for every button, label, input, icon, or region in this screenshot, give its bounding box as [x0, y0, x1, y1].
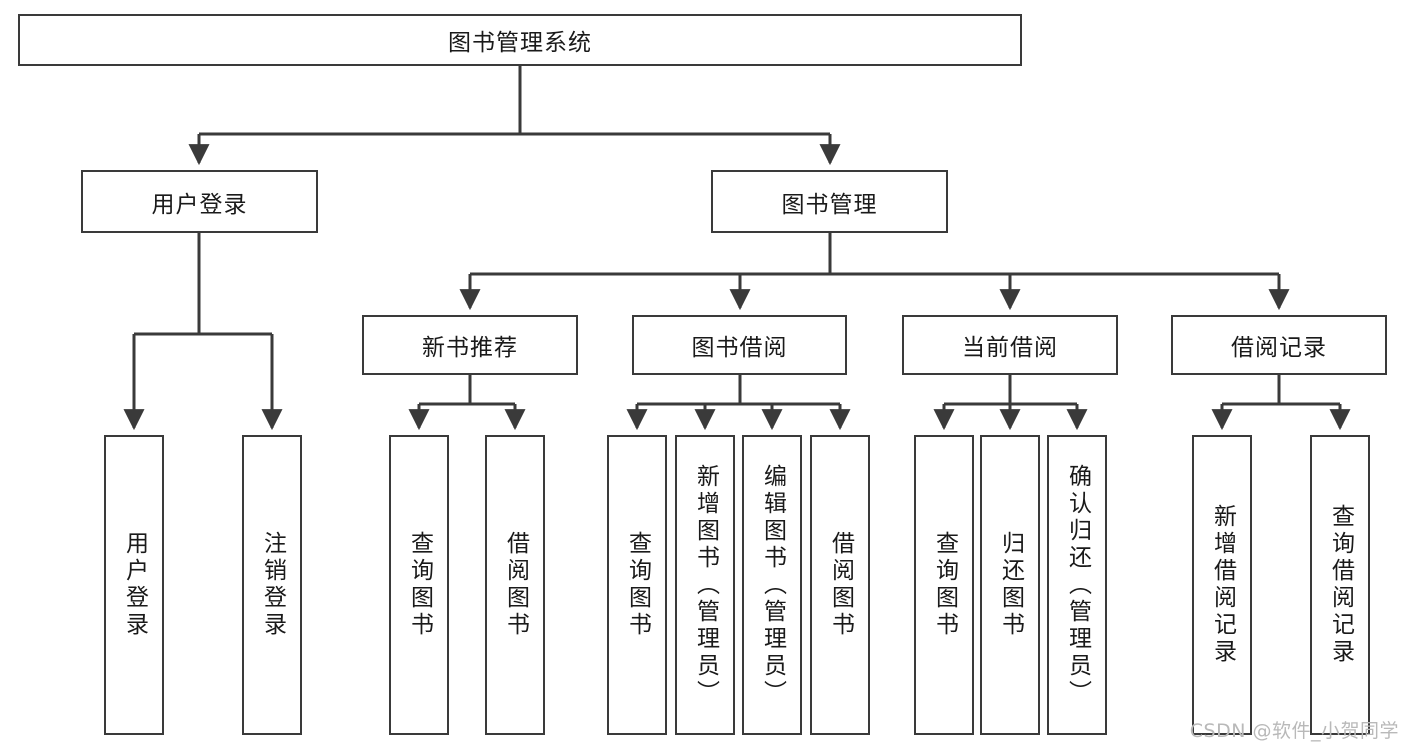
leaf-label: 查询图书: [406, 531, 433, 639]
node-current-borrow[interactable]: 当前借阅: [902, 315, 1118, 375]
leaf-logout-login[interactable]: 注销登录: [242, 435, 302, 735]
leaf-borrow-book-recommend[interactable]: 借阅图书: [485, 435, 545, 735]
leaf-user-login[interactable]: 用户登录: [104, 435, 164, 735]
leaf-label: 确认归还（管理员）: [1064, 463, 1091, 707]
node-user-login[interactable]: 用户登录: [81, 170, 318, 233]
leaf-query-book-recommend[interactable]: 查询图书: [389, 435, 449, 735]
leaf-confirm-return-admin[interactable]: 确认归还（管理员）: [1047, 435, 1107, 735]
leaf-label: 新增图书（管理员）: [692, 463, 719, 707]
leaf-query-borrow-record[interactable]: 查询借阅记录: [1310, 435, 1370, 735]
leaf-label: 查询图书: [624, 531, 651, 639]
node-root[interactable]: 图书管理系统: [18, 14, 1022, 66]
leaf-edit-book-admin[interactable]: 编辑图书（管理员）: [742, 435, 802, 735]
leaf-borrow-book[interactable]: 借阅图书: [810, 435, 870, 735]
leaf-label: 新增借阅记录: [1209, 504, 1236, 666]
node-new-book-recommend[interactable]: 新书推荐: [362, 315, 578, 375]
leaf-return-book[interactable]: 归还图书: [980, 435, 1040, 735]
watermark: CSDN @软件_小贺同学: [1189, 720, 1399, 742]
leaf-label: 查询借阅记录: [1327, 504, 1354, 666]
leaf-add-book-admin[interactable]: 新增图书（管理员）: [675, 435, 735, 735]
leaf-label: 用户登录: [121, 531, 148, 639]
leaf-label: 借阅图书: [502, 531, 529, 639]
node-borrow-record[interactable]: 借阅记录: [1171, 315, 1387, 375]
leaf-add-borrow-record[interactable]: 新增借阅记录: [1192, 435, 1252, 735]
leaf-label: 注销登录: [259, 531, 286, 639]
leaf-label: 借阅图书: [827, 531, 854, 639]
node-book-borrow[interactable]: 图书借阅: [632, 315, 847, 375]
leaf-query-book-borrow[interactable]: 查询图书: [607, 435, 667, 735]
node-book-management[interactable]: 图书管理: [711, 170, 948, 233]
leaf-label: 编辑图书（管理员）: [759, 463, 786, 707]
leaf-label: 查询图书: [931, 531, 958, 639]
leaf-label: 归还图书: [997, 531, 1024, 639]
leaf-query-book-current[interactable]: 查询图书: [914, 435, 974, 735]
